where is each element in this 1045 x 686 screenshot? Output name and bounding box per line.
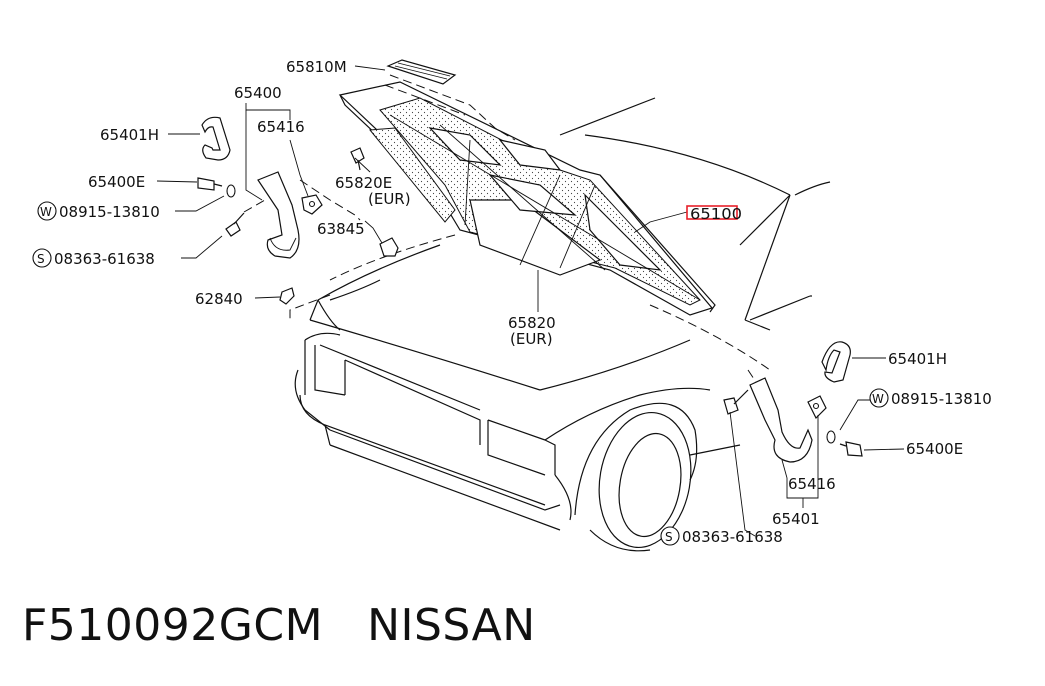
- label-08363-61638-left[interactable]: 08363-61638: [54, 250, 155, 268]
- washer-symbol-letter-left: W: [40, 205, 52, 219]
- label-08363-61638-right[interactable]: 08363-61638: [682, 528, 783, 546]
- label-65416-right[interactable]: 65416: [788, 475, 836, 493]
- left-hinge-assembly: [197, 116, 399, 305]
- label-65401h-left[interactable]: 65401H: [100, 126, 159, 144]
- screw-symbol-letter-right: S: [665, 530, 673, 544]
- label-65810m[interactable]: 65810M: [286, 58, 347, 76]
- screw-symbol-left: [32, 248, 52, 268]
- right-hinge-assembly: [723, 341, 863, 463]
- screw-symbol-letter-left: S: [37, 252, 45, 266]
- label-08915-13810-left[interactable]: 08915-13810: [59, 203, 160, 221]
- label-65820e[interactable]: 65820E: [335, 174, 392, 192]
- washer-symbol-left: [37, 201, 57, 221]
- part-labels: 65810M 65400 65416 65401H 65400E W 08915…: [32, 58, 992, 546]
- label-65401[interactable]: 65401: [772, 510, 820, 528]
- footer-caption: F510092GCM NISSAN: [22, 600, 580, 651]
- highlight-box-65100: [686, 205, 738, 220]
- label-65400e-right[interactable]: 65400E: [906, 440, 963, 458]
- label-62840[interactable]: 62840: [195, 290, 243, 308]
- brand-name: NISSAN: [367, 600, 536, 651]
- washer-symbol-letter-right: W: [872, 392, 884, 406]
- label-65400[interactable]: 65400: [234, 84, 282, 102]
- label-08915-13810-right[interactable]: 08915-13810: [891, 390, 992, 408]
- ornament-65810m: [384, 59, 516, 141]
- hood-panel-65100: [338, 81, 716, 316]
- label-65401h-right[interactable]: 65401H: [888, 350, 947, 368]
- label-65400e-left[interactable]: 65400E: [88, 173, 145, 191]
- car-body-drawing: [294, 97, 831, 552]
- leader-lines: [156, 65, 905, 537]
- label-65416-left[interactable]: 65416: [257, 118, 305, 136]
- hood-hinge-line-right: [649, 304, 771, 371]
- part-number: F510092GCM: [22, 600, 324, 651]
- label-65820e-eur: (EUR): [368, 190, 411, 208]
- label-63845[interactable]: 63845: [317, 220, 365, 238]
- label-65820-eur: (EUR): [510, 330, 553, 348]
- washer-symbol-right: [869, 388, 889, 408]
- screw-symbol-right: [660, 526, 680, 546]
- label-65820[interactable]: 65820: [508, 314, 556, 332]
- label-65100[interactable]: 65100: [690, 205, 742, 223]
